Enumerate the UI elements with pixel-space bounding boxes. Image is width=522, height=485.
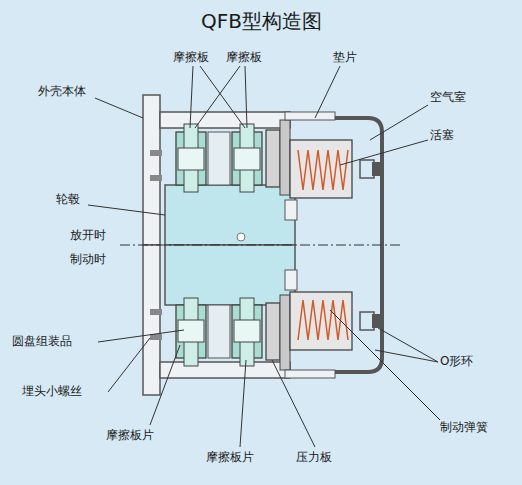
part-label: 活塞 bbox=[430, 128, 454, 142]
part-label: 垫片 bbox=[333, 50, 357, 64]
part-label: 摩擦板 bbox=[173, 50, 209, 64]
part-label: 圆盘组装品 bbox=[12, 334, 72, 348]
part-label: 外壳本体 bbox=[38, 84, 86, 98]
state-label: 放开时 bbox=[70, 228, 106, 242]
part-label: 空气室 bbox=[430, 90, 466, 104]
diagram-title: QFB型构造图 bbox=[201, 8, 322, 35]
part-label: O形环 bbox=[440, 354, 473, 368]
part-label: 制动弹簧 bbox=[440, 420, 488, 434]
part-label: 轮毂 bbox=[56, 192, 80, 206]
part-label: 摩擦板 bbox=[226, 50, 262, 64]
state-label: 制动时 bbox=[70, 252, 106, 266]
part-label: 压力板 bbox=[296, 450, 332, 464]
part-label: 摩擦板片 bbox=[206, 450, 254, 464]
part-label: 埋头小螺丝 bbox=[22, 384, 82, 398]
part-label: 摩擦板片 bbox=[106, 428, 154, 442]
